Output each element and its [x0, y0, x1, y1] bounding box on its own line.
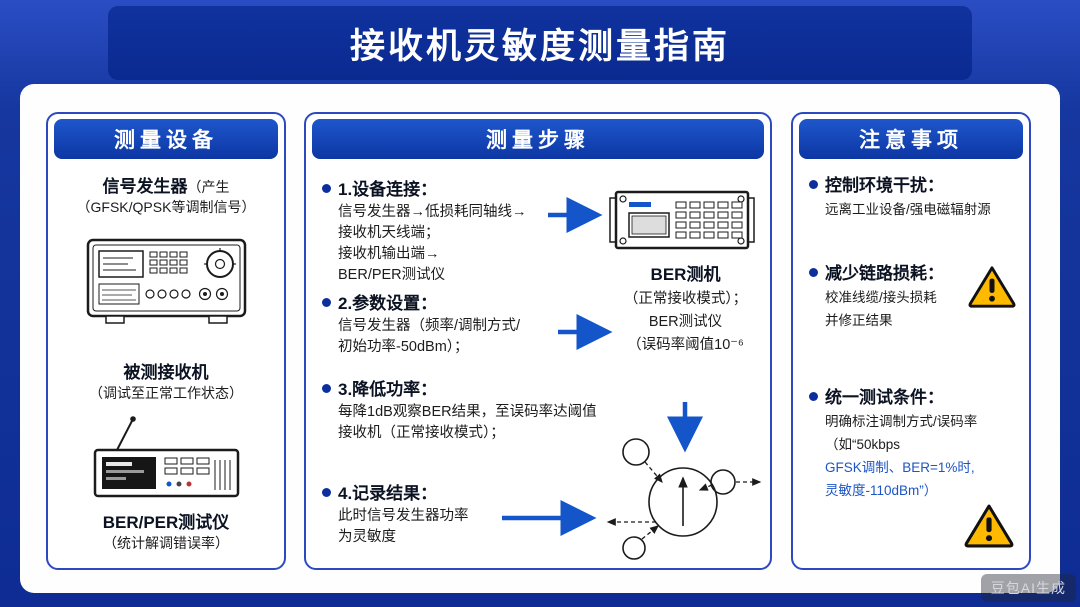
note-environment: 控制环境干扰： 远离工业设备/强电磁辐射源 — [809, 174, 1021, 221]
notes-panel: 注意事项 控制环境干扰： 远离工业设备/强电磁辐射源 减少链路损耗： 校准线缆/… — [791, 112, 1031, 570]
step-3: 3.降低功率： 每降1dB观察BER结果，至误码率达阈值 接收机（正常接收模式）… — [322, 378, 612, 444]
bullet-icon — [809, 180, 818, 189]
step-2: 2.参数设置： 信号发生器（频率/调制方式/ 初始功率-50dBm）； — [322, 292, 612, 358]
ber-per-tester-subcaption: （统计解调错误率） — [103, 535, 229, 551]
title-banner: 接收机灵敏度测量指南 — [108, 6, 972, 80]
signal-generator-illustration-wrap — [48, 228, 284, 330]
step-3-lines: 每降1dB观察BER结果，至误码率达阈值 接收机（正常接收模式）； — [338, 404, 597, 441]
step-1: 1.设备连接： 信号发生器→低损耗同轴线→ 接收机天线端； 接收机输出端→ BE… — [322, 178, 612, 286]
step-1-label: 1.设备连接： — [322, 178, 612, 202]
bullet-icon — [809, 268, 818, 277]
warning-icon — [967, 264, 1017, 310]
warning-icon — [963, 502, 1015, 550]
receiver-subcaption: （调试至正常工作状态） — [89, 385, 243, 401]
ber-tester-caption: BER测机 （正常接收模式）； BER测试仪 （误码率阈值10⁻⁶ — [623, 265, 748, 353]
receiver-icon — [93, 416, 239, 498]
step-4-label: 4.记录结果： — [322, 482, 612, 506]
note-link-loss: 减少链路损耗： 校准线缆/接头损耗 并修正结果 — [809, 262, 1021, 332]
bullet-icon — [809, 392, 818, 401]
ber-tester-icon — [609, 190, 755, 250]
equipment-panel: 测量设备 信号发生器（产生 （GFSK/QPSK等调制信号） — [46, 112, 286, 570]
antenna-pattern-sketch-icon — [606, 438, 762, 560]
watermark-badge: 豆包AI生成 — [980, 574, 1076, 602]
bullet-icon — [322, 184, 331, 193]
ber-tester-illustration-wrap — [608, 186, 756, 254]
receiver-illustration-wrap — [48, 414, 284, 502]
content-card: 测量设备 信号发生器（产生 （GFSK/QPSK等调制信号） — [20, 84, 1060, 593]
bullet-icon — [322, 488, 331, 497]
bullet-icon — [322, 298, 331, 307]
steps-panel-header: 测量步骤 — [312, 119, 764, 159]
signal-generator-icon — [86, 238, 246, 324]
bullet-icon — [322, 384, 331, 393]
step-2-lines: 信号发生器（频率/调制方式/ 初始功率-50dBm）； — [338, 318, 521, 355]
receiver-caption: 被测接收机 — [123, 363, 209, 382]
steps-panel: 测量步骤 1.设备连接： 信号发生器→低损耗同轴线→ 接收机天线端； 接收机输出… — [304, 112, 772, 570]
notes-panel-header: 注意事项 — [799, 119, 1023, 159]
antenna-pattern-sketch-wrap — [596, 426, 766, 566]
step-4: 4.记录结果： 此时信号发生器功率 为灵敏度 — [322, 482, 612, 548]
ber-per-tester-caption: BER/PER测试仪 — [102, 513, 230, 532]
signal-generator-caption: 信号发生器（产生 — [102, 177, 230, 196]
equipment-panel-header: 测量设备 — [54, 119, 278, 159]
signal-generator-subcaption: （GFSK/QPSK等调制信号） — [76, 199, 256, 215]
step-3-label: 3.降低功率： — [322, 378, 612, 402]
page-title: 接收机灵敏度测量指南 — [349, 26, 730, 66]
step-4-lines: 此时信号发生器功率 为灵敏度 — [338, 508, 469, 545]
note-test-conditions: 统一测试条件： 明确标注调制方式/误码率 （如“50kbps GFSK调制、BE… — [809, 386, 1021, 502]
step-2-label: 2.参数设置： — [322, 292, 612, 316]
step-1-lines: 信号发生器→低损耗同轴线→ 接收机天线端； 接收机输出端→ BER/PER测试仪 — [338, 204, 527, 283]
